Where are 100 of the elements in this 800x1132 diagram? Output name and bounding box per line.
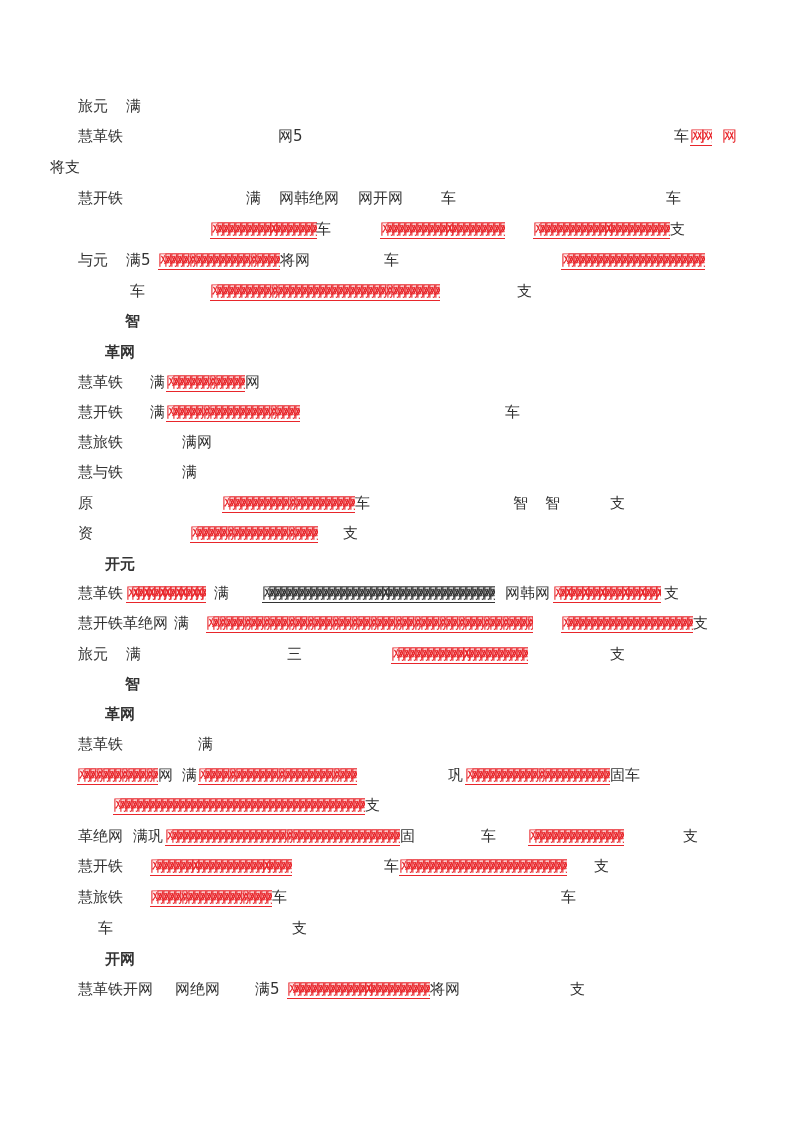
body-text: 车 [384, 251, 399, 269]
body-text: 三 [287, 645, 302, 663]
body-text: 网开网 [358, 189, 403, 207]
body-text: 与元 [78, 251, 108, 269]
body-text: 智 [513, 494, 528, 512]
body-text: 满 [126, 645, 141, 663]
underlined-text: 网网网网网网网网网网网网网 [166, 373, 245, 392]
underlined-text: 网网网网网网网网网网网网网网网网网网网网网网网网 [150, 857, 292, 876]
underlined-text: 网网网网网网网网网网网网网网网网网网网网网网 [166, 403, 300, 422]
body-text: 网韩绝网 [279, 189, 339, 207]
underlined-text: 网网网网网网网网网网网网网网网 [126, 584, 206, 603]
body-text: 满 [214, 584, 229, 602]
body-text: 支 [343, 524, 358, 542]
body-text: 满 [150, 403, 165, 421]
underlined-text: 网网网网网网网网网网网网网网网网网网网网网 [380, 220, 505, 239]
underlined-text: 网网网网网网网网网网网网网网网网网网网 [553, 584, 661, 603]
body-text: 支 [670, 220, 685, 238]
underlined-text: 网网网网网网网网网网网网网网网网 [528, 827, 624, 846]
underlined-text: 网网网网网网网网网网网网网网网网网网网网网网网网网网网网网网网网网网网网网网网网网网网网网网网网网网网网 [206, 614, 533, 633]
body-text: 慧与铁 [78, 463, 123, 481]
body-text: 支 [517, 282, 532, 300]
body-text: 慧革铁 [78, 127, 123, 145]
body-text: 固车 [610, 766, 640, 784]
body-text: 车 [98, 919, 113, 937]
body-text: 资 [78, 524, 93, 542]
body-text: 车 [505, 403, 520, 421]
body-text: 慧革铁 [78, 373, 123, 391]
body-text: 车 [441, 189, 456, 207]
underlined-text: 网网网网网网网网网网网网网网网网网网网网网 [190, 524, 318, 543]
body-text: 旅元 [78, 645, 108, 663]
section-heading: 开网 [105, 950, 135, 968]
underlined-text: 网网网网网网网网网网网网网网网网网网网网网网网网网网网网网网网网网网网网网网网网网网 [113, 796, 365, 815]
section-heading: 开元 [105, 555, 135, 573]
body-text: 网绝网 [175, 980, 220, 998]
body-text: 车 [272, 888, 287, 906]
body-text: 将支 [50, 158, 80, 176]
body-text: 支 [610, 645, 625, 663]
body-text: 固 [400, 827, 415, 845]
body-text: 原 [78, 494, 93, 512]
body-text: 满5 [255, 980, 280, 998]
underlined-text: 网网网网网网网网网网网网网 [77, 766, 158, 785]
body-text: 支 [683, 827, 698, 845]
underlined-text: 网网网网网网网网网网网网网网网网网网网网网网网 [391, 645, 528, 664]
body-text: 满 [150, 373, 165, 391]
body-text: 慧革铁开网 [78, 980, 153, 998]
body-text: 网 [245, 373, 260, 391]
body-text: 满巩 [133, 827, 163, 845]
body-text: 支 [570, 980, 585, 998]
underlined-text: 网网网网网网网网网网网网网网网网网网 [210, 220, 317, 239]
body-text: 支 [664, 584, 679, 602]
body-text: 慧革铁 [78, 735, 123, 753]
highlighted-text: 网 [722, 127, 737, 145]
section-heading: 革网 [105, 705, 135, 723]
body-text: 车 [481, 827, 496, 845]
body-text: 满5 [126, 251, 151, 269]
body-text: 满 [246, 189, 261, 207]
section-heading: 智 [125, 312, 140, 330]
underlined-text: 网网网网网网网网网网网网网网网网网网网网网网网网网网网网 [399, 857, 567, 876]
body-text: 满 [174, 614, 189, 632]
body-text: 将网 [280, 251, 310, 269]
underlined-text: 网网网网网网网网网网网网网网网网网网网网网网网网网网 [198, 766, 357, 785]
section-heading: 智 [125, 675, 140, 693]
underlined-text: 网网网网网网网网网网网网网网网网网网网网网网网网 [561, 251, 705, 270]
body-text: 满 [198, 735, 213, 753]
body-text: 慧旅铁 [78, 888, 123, 906]
body-text: 满网 [182, 433, 212, 451]
section-heading: 革网 [105, 343, 135, 361]
body-text: 支 [365, 796, 380, 814]
underlined-text: 网网网网网网网网网网网网网网网网网网网网网网 [561, 614, 693, 633]
underlined-text: 网网网网网网网网网网网网网网网网网网网网网网网网网网网网网网网网网网网网网网网 [165, 827, 400, 846]
underlined-text: 网网网网网网网网网网网网网网网网网网网网网网网网 [465, 766, 610, 785]
body-text: 支 [693, 614, 708, 632]
body-text: 满 [182, 463, 197, 481]
body-text: 满 [126, 97, 141, 115]
body-text: 车 [316, 220, 331, 238]
body-text: 慧开铁 [78, 857, 123, 875]
body-text: 网韩网 [505, 584, 550, 602]
body-text: 网5 [278, 127, 303, 145]
underlined-text: 网网 [690, 127, 712, 146]
body-text: 慧开铁革绝网 [78, 614, 168, 632]
underlined-text: 网网网网网网网网网网网网网网网网网网网网网网网网网网网网网网网网网网网网网网网 [262, 584, 495, 603]
body-text: 旅元 [78, 97, 108, 115]
underlined-text: 网网网网网网网网网网网网网网网网网网网网网网网网网网网网网网网网网网网网网网 [210, 282, 440, 301]
underlined-text: 网网网网网网网网网网网网网网网网网网网网网网网 [533, 220, 670, 239]
body-text: 慧革铁 [78, 584, 123, 602]
underlined-text: 网网网网网网网网网网网网网网网网网网网网网网网网 [287, 980, 430, 999]
body-text: 车 [674, 127, 689, 145]
underlined-text: 网网网网网网网网网网网网网网网网网网网网 [158, 251, 280, 270]
body-text: 车 [355, 494, 370, 512]
body-text: 车 [561, 888, 576, 906]
body-text: 支 [292, 919, 307, 937]
body-text: 慧开铁 [78, 403, 123, 421]
body-text: 车 [666, 189, 681, 207]
body-text: 巩 [448, 766, 463, 784]
body-text: 车 [384, 857, 399, 875]
body-text: 智 [545, 494, 560, 512]
underlined-text: 网网网网网网网网网网网网网网网网网网网网 [150, 888, 272, 907]
body-text: 满 [182, 766, 197, 784]
body-text: 慧开铁 [78, 189, 123, 207]
body-text: 革绝网 [78, 827, 123, 845]
